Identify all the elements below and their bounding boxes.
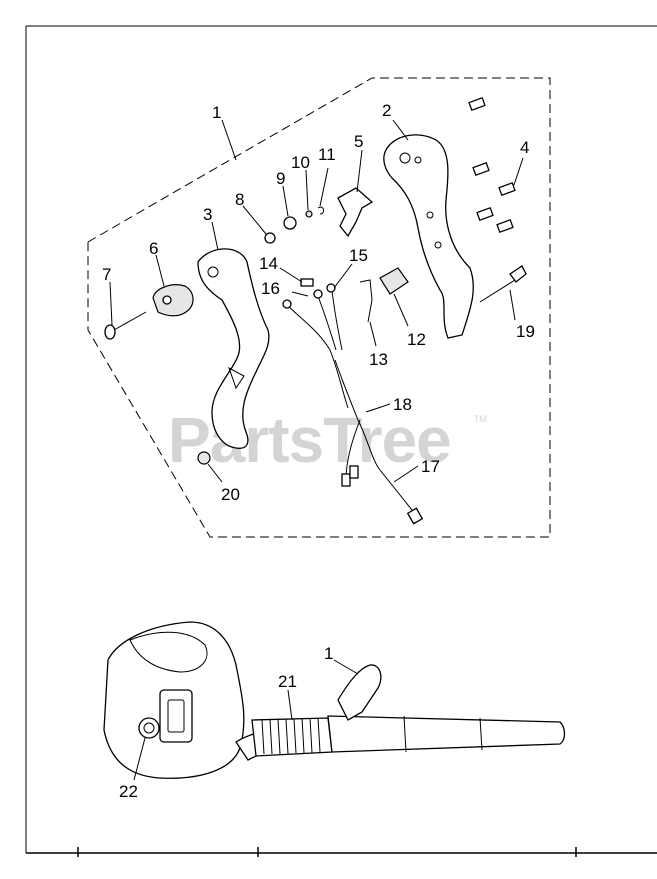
exploded-view-outline [87,77,551,538]
callout-13: 13 [369,350,388,369]
callout-9: 9 [276,169,285,188]
watermark-trademark: TM [474,414,487,424]
callout-1: 1 [212,103,221,122]
callout-4: 4 [520,138,529,157]
callout-17: 17 [421,457,440,476]
callout-10: 10 [291,153,310,172]
watermark-text: PartsTree [168,404,451,476]
part-screw-14 [300,278,314,287]
part-wire-harness [282,283,424,525]
callout-11: 11 [318,145,336,164]
part-screw-long [104,311,147,340]
leader-lines [109,119,524,483]
callout-22: 22 [119,782,138,801]
callout-16: 16 [261,279,280,298]
blower-assembly [103,621,566,779]
part-handle-left-half [197,248,270,449]
callout-18: 18 [393,395,412,414]
part-washer-9 [283,216,297,230]
callout-6: 6 [149,239,158,258]
callout-2: 2 [382,101,391,120]
callout-20: 20 [221,485,240,504]
part-throttle-trigger [337,187,374,238]
callout-5: 5 [354,132,363,151]
part-stop-switch [379,267,409,295]
callout-7: 7 [102,265,111,284]
callout-14: 14 [259,254,278,273]
part-screws-4 [468,97,516,233]
callout-3: 3 [203,205,212,224]
leader-lines-lower [133,659,359,781]
part-clip-11 [317,206,325,215]
page-frame [25,25,657,857]
part-washer-10 [305,210,313,218]
callout-21: 21 [278,672,297,691]
callout-labels: 1 2 3 4 5 6 7 8 9 10 11 12 13 14 15 16 1… [102,101,535,801]
callout-15: 15 [349,246,368,265]
callout-19: 19 [516,322,535,341]
part-handle-right-half [383,134,474,339]
part-collar [152,284,194,317]
part-screw-19 [479,265,527,303]
callout-1-lower: 1 [324,644,333,663]
part-switch-plate [359,279,373,323]
callout-12: 12 [407,330,426,349]
part-nut-20 [197,451,211,465]
callout-8: 8 [235,190,244,209]
part-washer-8 [264,232,276,244]
